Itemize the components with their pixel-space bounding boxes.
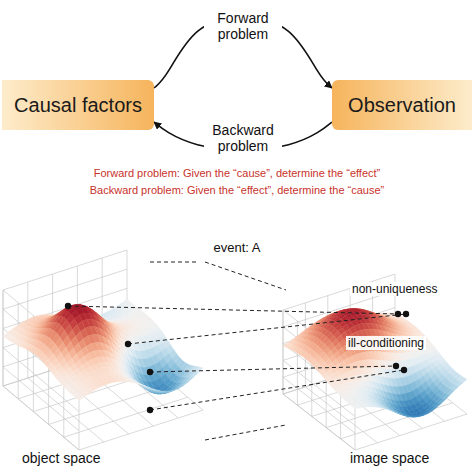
- callout-label: ill-conditioning: [346, 336, 426, 350]
- sample-points: [65, 303, 409, 413]
- definition-note: Backward problem: Given the “effect”, de…: [90, 184, 385, 196]
- event-label: event: A: [214, 240, 261, 255]
- arrow-label: Forward problem: [204, 10, 282, 42]
- concept-box: Causal factors: [2, 80, 154, 130]
- image-surface: [283, 274, 467, 450]
- callout-label: non-uniqueness: [350, 282, 439, 296]
- object-surface: [3, 250, 203, 450]
- space-caption: object space: [22, 450, 101, 466]
- definition-note: Forward problem: Given the “cause”, dete…: [94, 167, 381, 179]
- arrow-label: Backward problem: [204, 122, 282, 154]
- box-label: Observation: [348, 94, 456, 117]
- space-caption: image space: [350, 450, 429, 466]
- mapping-lines: [150, 262, 286, 440]
- box-label: Causal factors: [14, 94, 142, 117]
- concept-box: Observation: [332, 80, 472, 130]
